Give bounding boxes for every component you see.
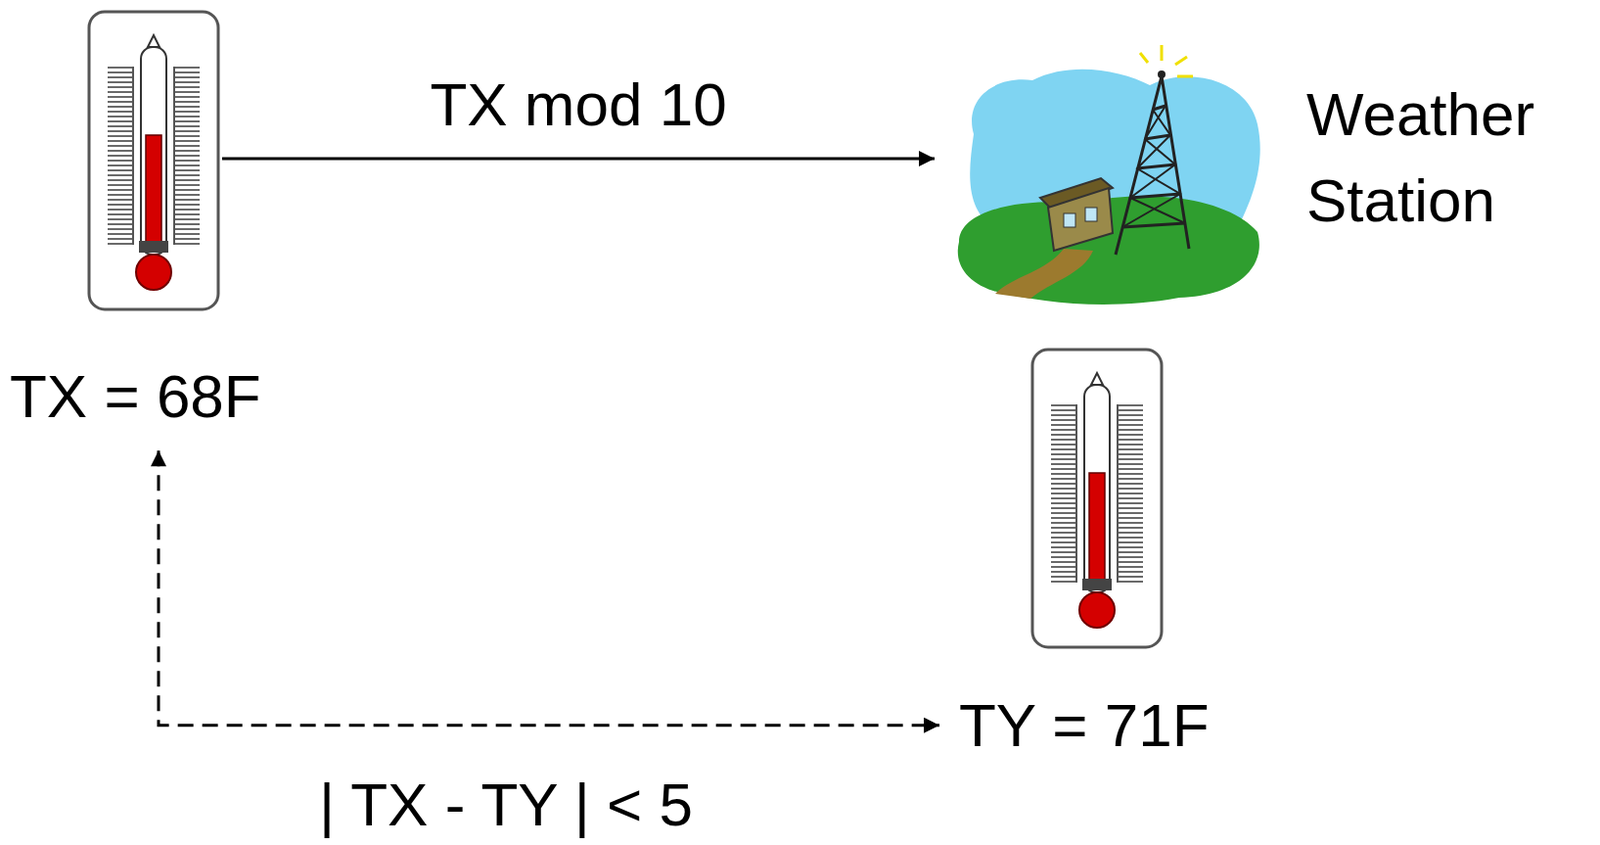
signal-rays [1140, 45, 1193, 77]
weather-station-picture [958, 45, 1261, 305]
temperature-reading: TX = 68F [9, 361, 262, 431]
signal-ray [1175, 56, 1188, 65]
house-window [1085, 207, 1098, 222]
thermometer-node: TX = 68F [87, 9, 221, 312]
signal-ray [1177, 75, 1193, 79]
data-arrow [222, 157, 935, 161]
relation-arrow [158, 450, 940, 725]
house-window [1063, 213, 1076, 228]
edge-label: | TX - TY | < 5 [315, 769, 697, 839]
weather-station-node: Weather Station [954, 41, 1266, 307]
edge-label: TX mod 10 [425, 69, 731, 139]
thermometer-node: TY = 71F [1030, 347, 1164, 649]
signal-ray [1160, 45, 1164, 61]
thermometer-x [89, 11, 219, 310]
signal-ray [1140, 52, 1148, 63]
tower-bracing [1122, 105, 1186, 228]
thermometer-y [1032, 349, 1162, 647]
station-name: Weather Station [1306, 71, 1591, 244]
tower-legs [1115, 76, 1189, 255]
antenna-tip [1157, 70, 1166, 79]
path [995, 248, 1094, 299]
radio-tower [1115, 76, 1189, 255]
temperature-reading: TY = 71F [959, 689, 1210, 760]
house-wall [1048, 187, 1113, 251]
tower-rungs [1122, 105, 1186, 228]
